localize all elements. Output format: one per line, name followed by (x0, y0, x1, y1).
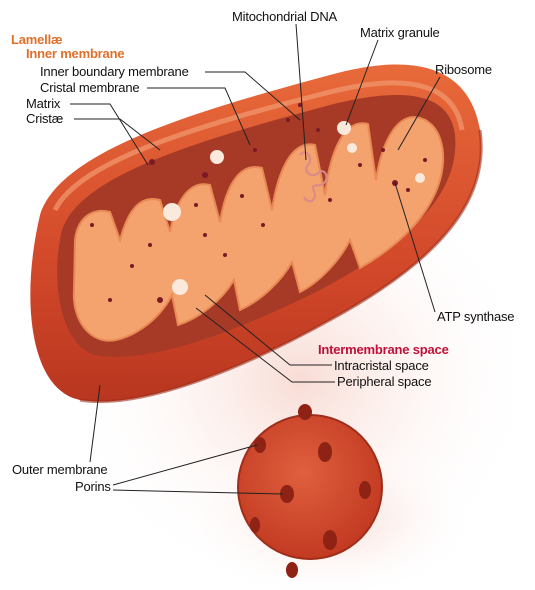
cristal-membrane-label: Cristal membrane (40, 81, 139, 95)
intermembrane-space-label: Intermembrane space (318, 343, 449, 357)
ribosome-label: Ribosome (435, 63, 492, 77)
porins-label: Porins (75, 480, 111, 494)
mitochondrial-dna-label: Mitochondrial DNA (232, 10, 337, 24)
cristae-label: Cristæ (26, 112, 63, 126)
lamellae-label: Lamellæ (11, 33, 62, 47)
atp-synthase-label: ATP synthase (437, 310, 514, 324)
inner-membrane-label: Inner membrane (26, 47, 124, 61)
matrix-label: Matrix (26, 97, 60, 111)
inner-boundary-membrane-label: Inner boundary membrane (40, 65, 189, 79)
intracristal-space-label: Intracristal space (334, 359, 429, 373)
outer-membrane-label: Outer membrane (12, 463, 107, 477)
matrix-granule-label: Matrix granule (360, 26, 440, 40)
peripheral-space-label: Peripheral space (337, 375, 431, 389)
